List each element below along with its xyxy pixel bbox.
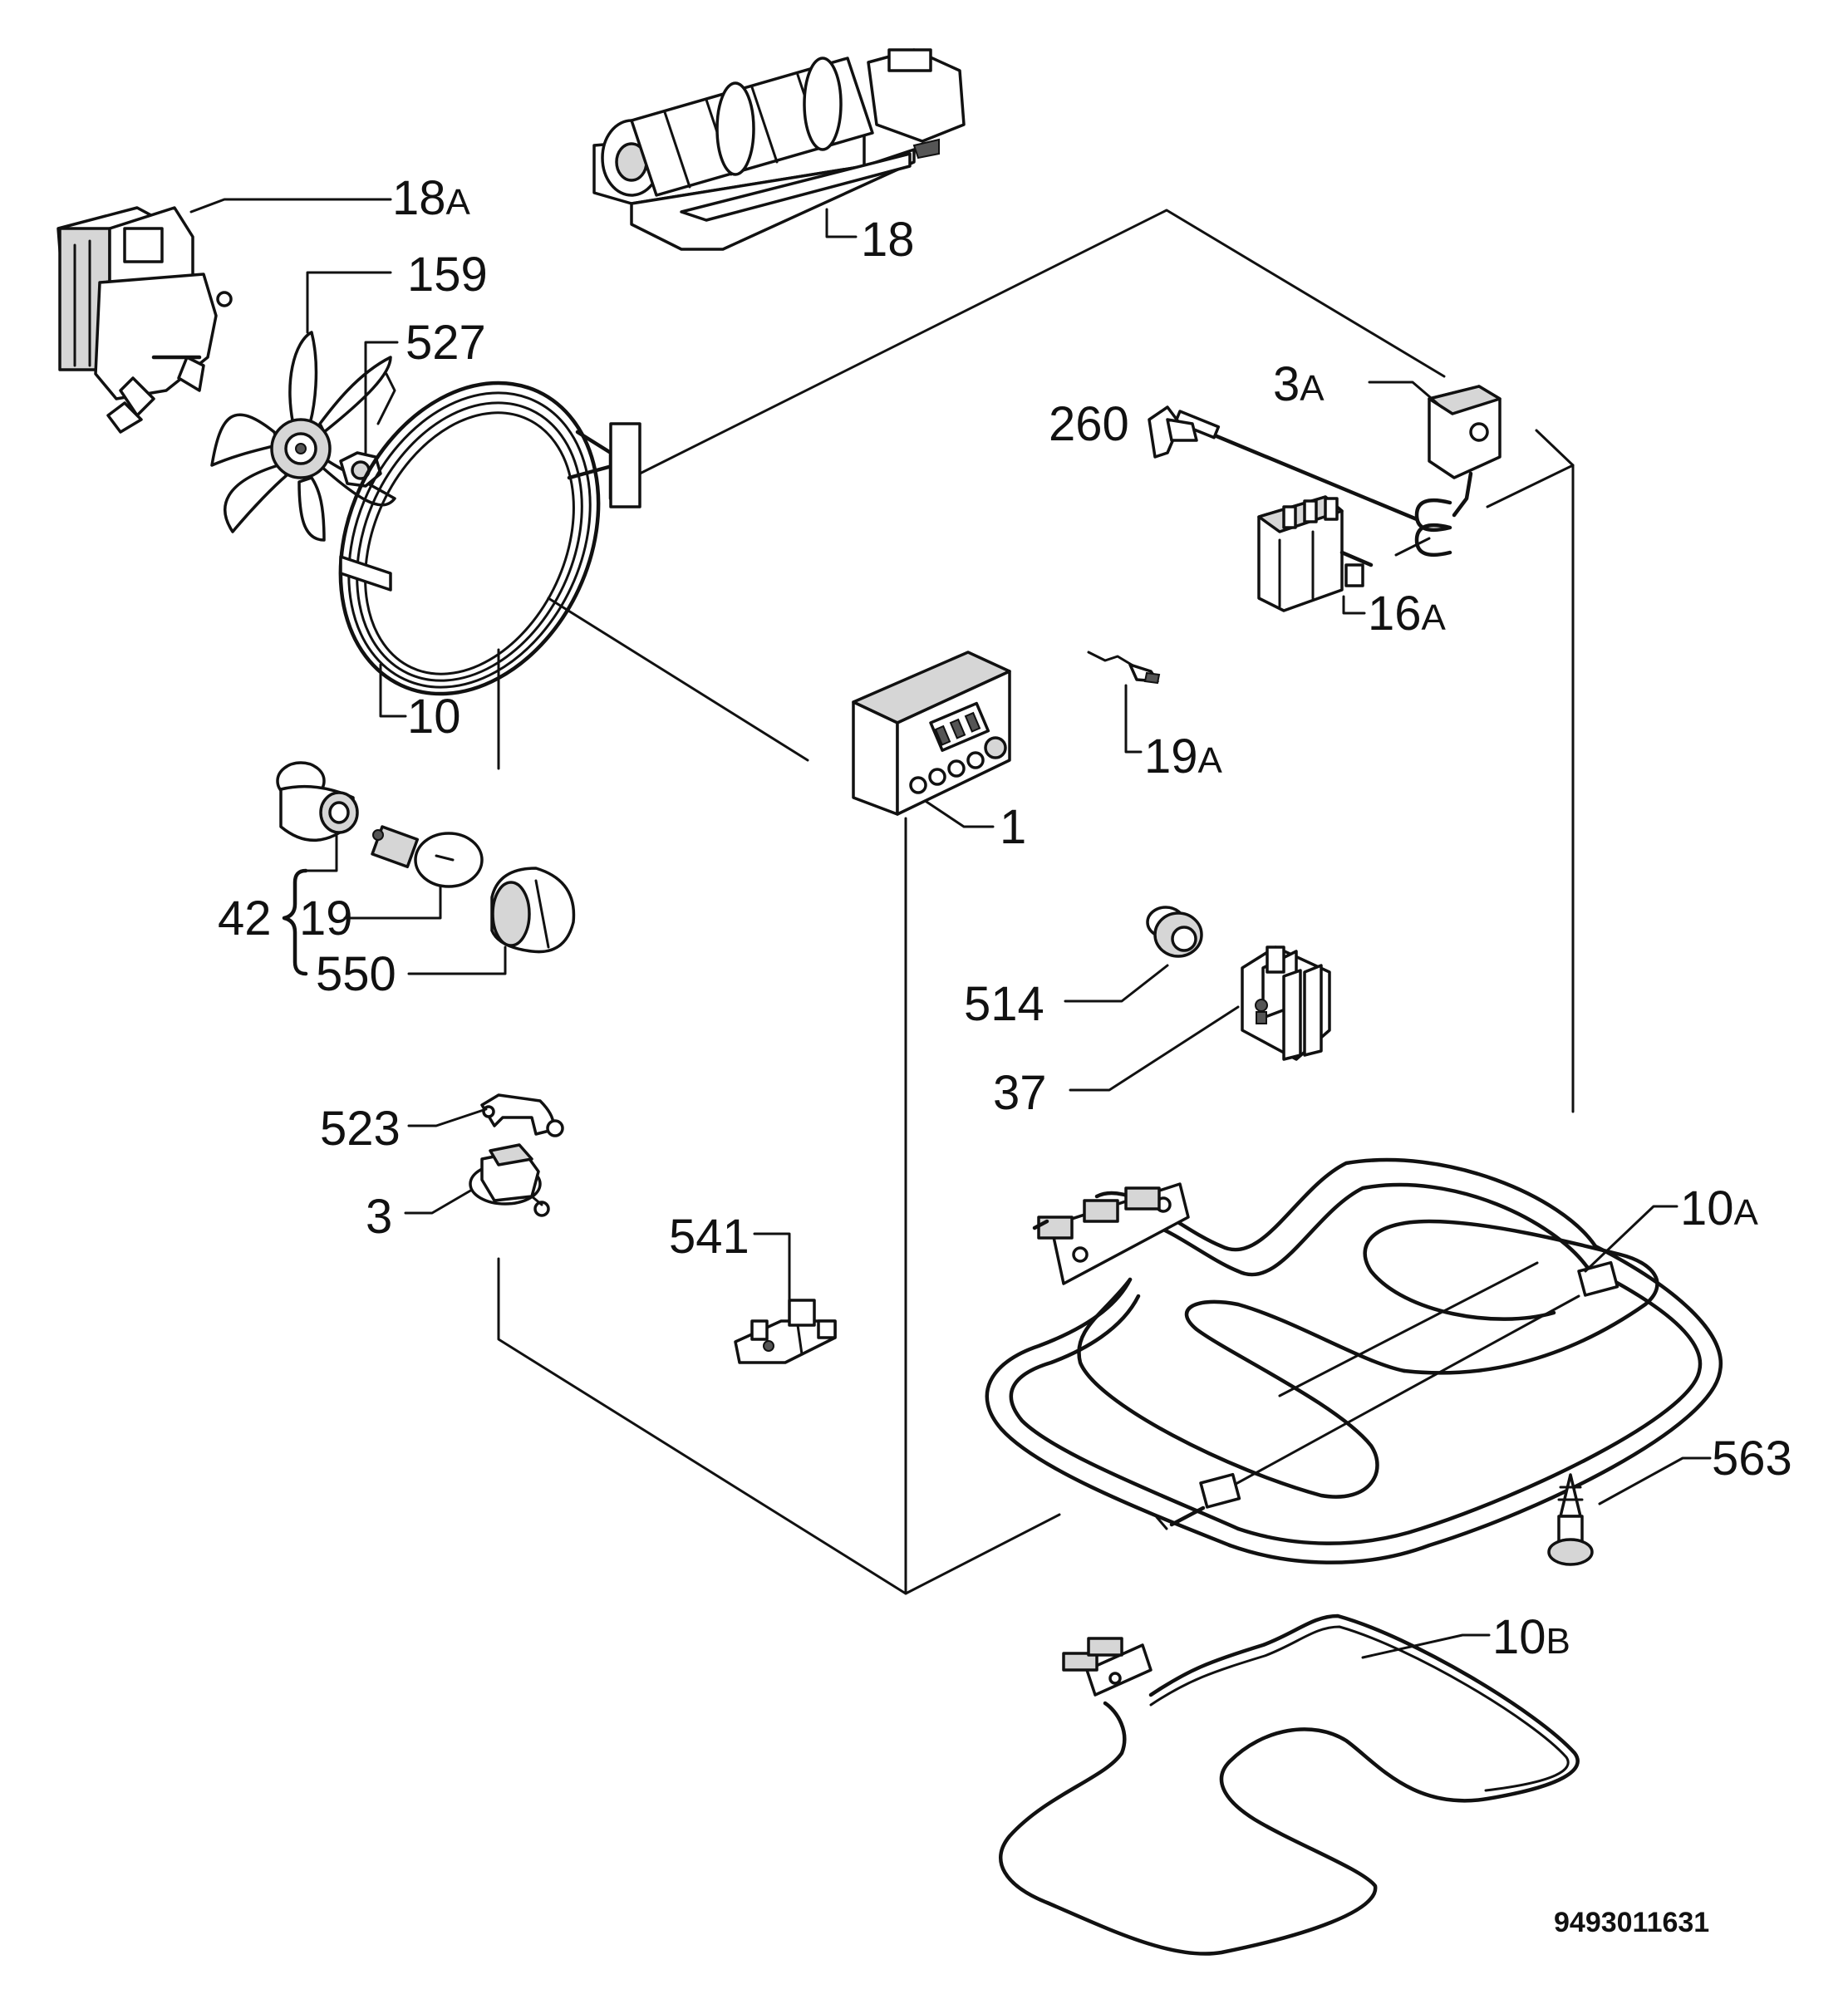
diagram-code: 9493011631 xyxy=(1554,1907,1709,1938)
leader-10a xyxy=(1584,1205,1678,1273)
label-527: 527 xyxy=(405,316,486,370)
label-514: 514 xyxy=(964,977,1044,1031)
leader-18a xyxy=(189,198,392,214)
label-523: 523 xyxy=(320,1102,401,1156)
leader-3a xyxy=(1368,381,1443,409)
leader-37 xyxy=(1069,1005,1240,1092)
fan-blade-icon xyxy=(210,331,396,542)
screw-foot-icon xyxy=(1547,1473,1594,1566)
label-3: 3 xyxy=(366,1190,392,1244)
label-18: 18 xyxy=(861,213,915,267)
grill-heating-element-icon xyxy=(985,1157,1723,1564)
label-18a: 18A xyxy=(392,171,471,225)
electronic-timer-icon xyxy=(852,651,1011,816)
label-10: 10 xyxy=(407,690,461,744)
lamp-holder-icon xyxy=(276,761,359,842)
oven-cavity-outline xyxy=(497,209,1575,1595)
circular-heating-element-icon xyxy=(338,381,641,696)
thermostat-bracket-icon xyxy=(480,1093,564,1137)
leader-1 xyxy=(925,800,995,828)
fan-motor-icon xyxy=(57,206,233,434)
selector-switch-icon xyxy=(1257,495,1374,612)
label-260: 260 xyxy=(1049,397,1129,451)
leader-19a xyxy=(1124,684,1143,754)
terminal-block-icon xyxy=(1241,945,1331,1061)
leader-563 xyxy=(1598,1456,1712,1505)
leader-19 xyxy=(343,886,442,920)
thermostat-icon xyxy=(1174,385,1502,557)
label-10b: 10B xyxy=(1492,1610,1570,1664)
connector-clamp-icon xyxy=(734,1299,837,1364)
leader-10 xyxy=(379,663,407,718)
label-550: 550 xyxy=(316,947,396,1001)
leader-18 xyxy=(825,208,858,238)
label-10a: 10A xyxy=(1680,1181,1759,1235)
leader-514 xyxy=(1064,964,1169,1003)
grommet-icon xyxy=(1146,906,1203,958)
brace-42 xyxy=(282,868,308,976)
label-42: 42 xyxy=(218,891,272,945)
lamp-cover-icon xyxy=(490,867,576,954)
tangential-fan-icon xyxy=(592,48,966,251)
lamp-bulb-icon xyxy=(371,825,484,888)
leader-550 xyxy=(407,945,507,975)
label-19a: 19A xyxy=(1144,729,1223,783)
label-1: 1 xyxy=(1000,800,1026,854)
label-19: 19 xyxy=(299,891,353,945)
label-3a: 3A xyxy=(1273,357,1325,411)
label-159: 159 xyxy=(407,248,488,302)
leader-16a xyxy=(1342,595,1366,615)
leader-42-holder xyxy=(304,831,338,872)
safety-thermostat-icon xyxy=(469,1143,550,1217)
label-16a: 16A xyxy=(1368,587,1447,641)
label-563: 563 xyxy=(1712,1432,1792,1486)
leader-541 xyxy=(753,1232,791,1302)
leader-10b xyxy=(1361,1633,1491,1659)
leader-3 xyxy=(404,1188,474,1215)
label-541: 541 xyxy=(669,1210,750,1264)
leader-159 xyxy=(306,271,392,334)
leader-523 xyxy=(407,1108,488,1127)
label-37: 37 xyxy=(993,1066,1047,1120)
bottom-heating-element-icon xyxy=(999,1613,1580,1956)
capillary-clip-icon xyxy=(1148,405,1198,459)
leader-527 xyxy=(364,341,399,454)
sensor-probe-icon xyxy=(1087,651,1161,685)
